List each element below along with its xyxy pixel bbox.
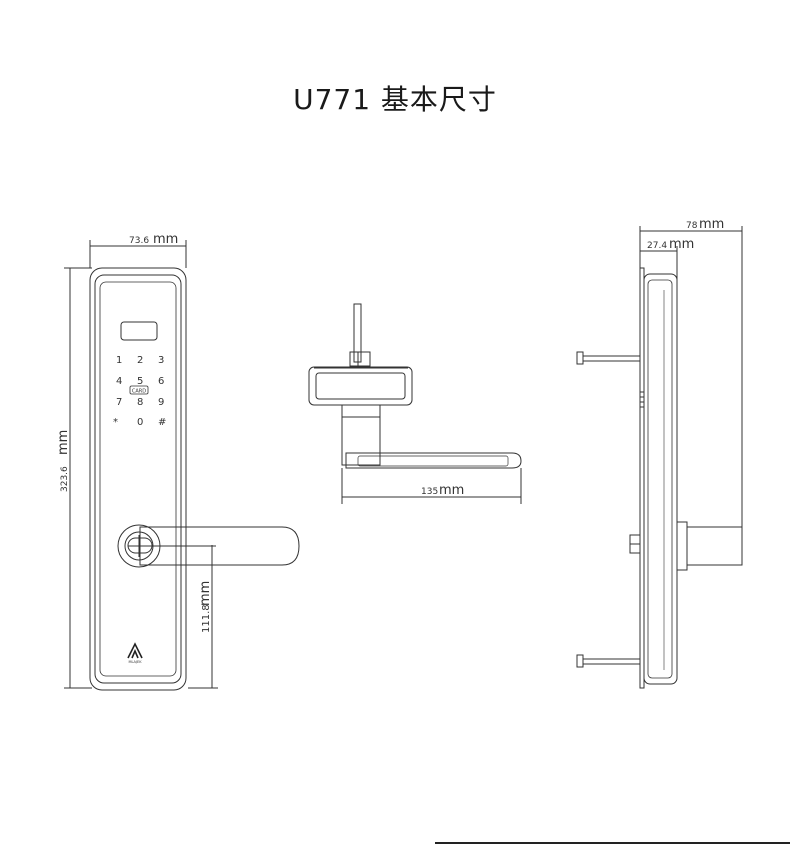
keypad-key: 7 (116, 397, 122, 408)
handle-length-unit: mm (439, 483, 464, 498)
total-depth-value: 78 (686, 221, 698, 231)
height-unit: mm (56, 430, 71, 455)
keypad-key: 1 (116, 355, 122, 366)
keypad-key: * (113, 417, 118, 428)
keypad-key: 3 (158, 355, 164, 366)
page-title: U771 基本尺寸 (293, 83, 497, 116)
top-handle-lever (345, 452, 522, 469)
bottom-screw (576, 654, 640, 668)
top-view (308, 303, 522, 504)
card-label: CARD (132, 389, 146, 395)
handle-drop-value: 111.8 (201, 604, 212, 633)
keypad: 1 2 3 4 5 6 7 8 9 * 0 # (113, 355, 166, 428)
keypad-key: 4 (116, 376, 122, 387)
keypad-key: 9 (158, 397, 164, 408)
height-value: 323.6 (60, 466, 70, 492)
side-body (643, 273, 678, 685)
keypad-key: 5 (137, 376, 143, 387)
lock-body-outline (89, 267, 187, 691)
total-depth-unit: mm (699, 217, 724, 232)
handle-drop-unit: mm (198, 581, 213, 606)
keypad-key: 6 (158, 376, 164, 387)
display-window (120, 321, 158, 341)
handle-length-value: 135 (421, 487, 438, 497)
width-value: 73.6 (129, 236, 149, 246)
front-view (64, 240, 300, 691)
keypad-key: 0 (137, 417, 143, 428)
keypad-key: 8 (137, 397, 143, 408)
top-screw (576, 351, 640, 365)
body-depth-unit: mm (669, 237, 694, 252)
keypad-key: # (158, 417, 166, 428)
mounting-plate (639, 267, 645, 689)
card-badge (129, 385, 149, 395)
brand-text: MLAJEK (129, 660, 143, 664)
side-handle-stub (686, 526, 743, 566)
body-depth-value: 27.4 (647, 241, 667, 251)
width-unit: mm (153, 232, 178, 247)
keypad-key: 2 (137, 355, 143, 366)
side-handle-base (676, 521, 688, 571)
handle-lever (139, 526, 300, 566)
brand-logo (127, 642, 143, 659)
side-view (576, 226, 743, 689)
